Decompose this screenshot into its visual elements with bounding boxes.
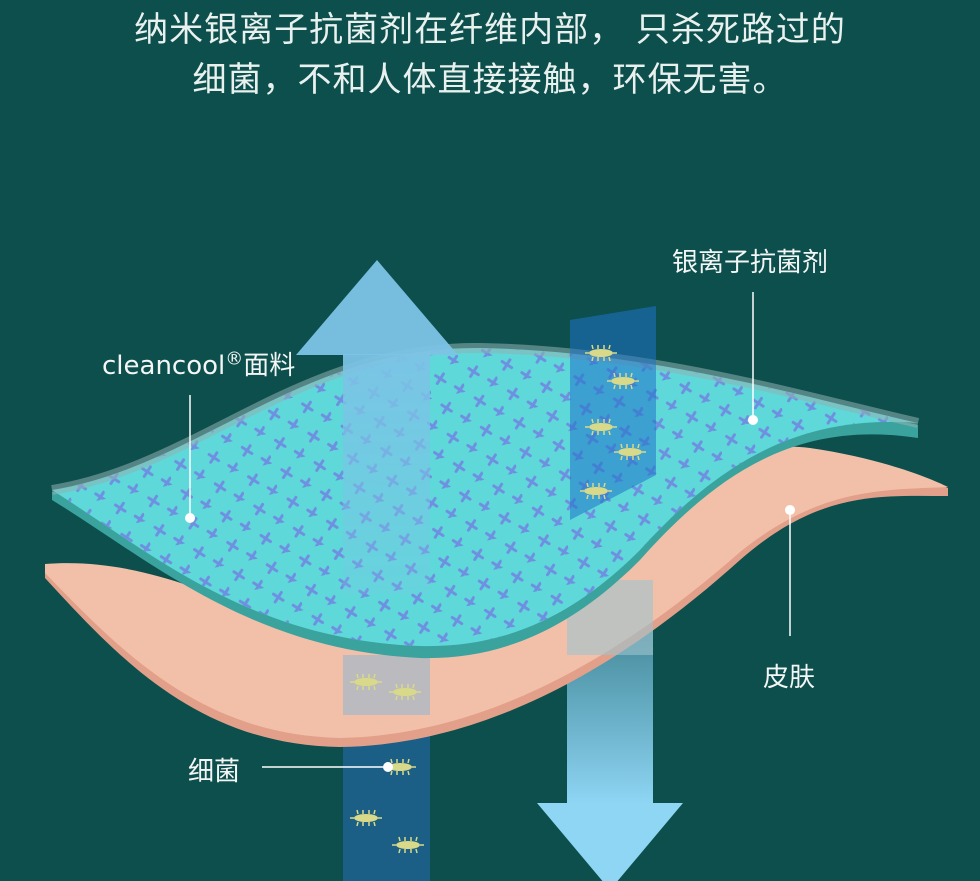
arrow-up-icon [296, 260, 458, 594]
registered-mark: ® [225, 348, 244, 370]
label-silver-agent: 银离子抗菌剂 [672, 248, 829, 278]
fabric-brand: cleancool [102, 351, 226, 381]
bacteria-window [343, 655, 430, 715]
skin-layer [45, 446, 948, 747]
label-bacteria: 细菌 [188, 757, 241, 787]
headline-line-2: 细菌，不和人体直接接触，环保无害。 [192, 60, 788, 100]
fabric-suffix: 面料 [243, 351, 296, 381]
label-skin: 皮肤 [763, 663, 816, 693]
leader-lines [185, 292, 795, 772]
fabric-layer [51, 342, 920, 659]
label-fabric: cleancool®面料 [102, 345, 295, 382]
silver-agent-strip [570, 306, 656, 520]
headline-line-1: 纳米银离子抗菌剂在纤维内部， 只杀死路过的 [134, 10, 846, 50]
